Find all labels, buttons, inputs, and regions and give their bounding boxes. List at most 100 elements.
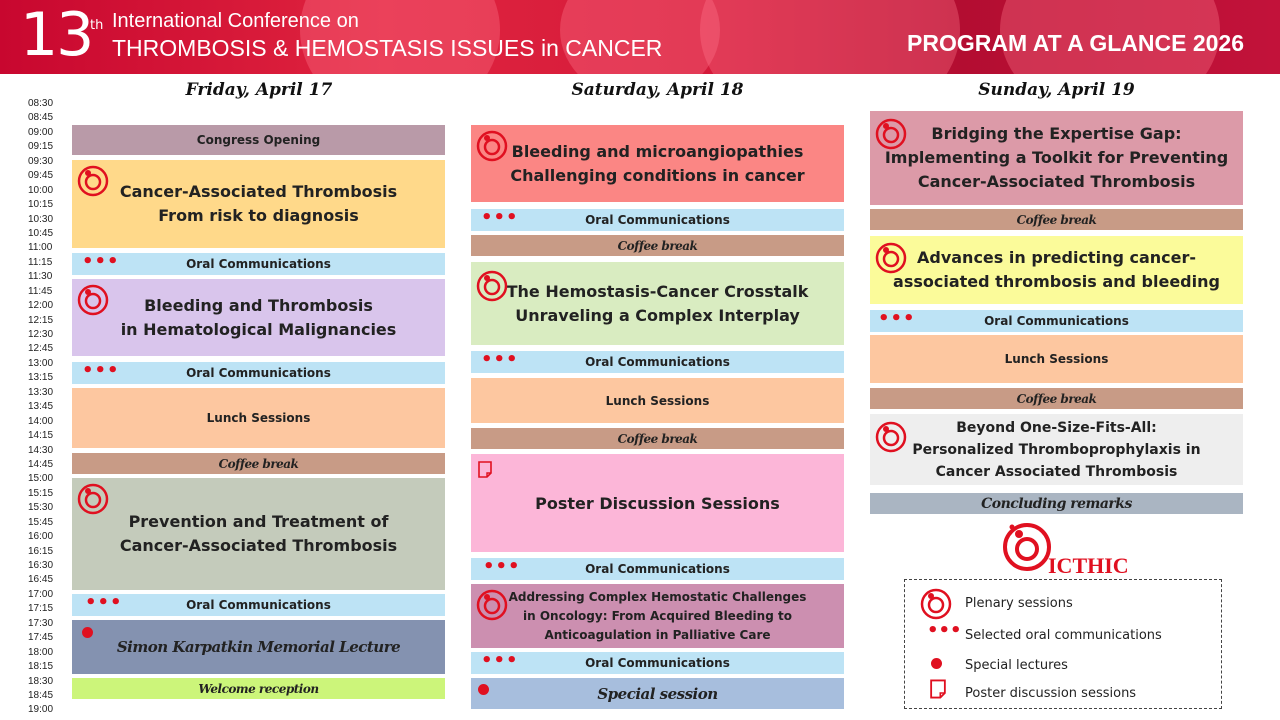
time-slot: 17:15 — [28, 603, 54, 615]
oral-communications-block[interactable]: Oral Communications — [471, 351, 844, 373]
oral-communications-block[interactable]: Oral Communications — [471, 558, 844, 580]
session-congress-opening[interactable]: Congress Opening — [72, 125, 445, 155]
session-label: Oral Communications — [186, 257, 331, 271]
time-slot: 14:00 — [28, 415, 54, 427]
session-beyond-one-size[interactable]: Beyond One-Size-Fits-All: Personalized T… — [870, 414, 1243, 485]
time-slot: 16:45 — [28, 574, 54, 586]
lunch-sessions-block[interactable]: Lunch Sessions — [870, 335, 1243, 383]
session-advances-predicting[interactable]: Advances in predicting cancer- associate… — [870, 236, 1243, 304]
session-label: Coffee break — [1016, 391, 1097, 406]
session-label: Poster Discussion Sessions — [535, 493, 780, 513]
header-banner: 13 th International Conference on THROMB… — [0, 0, 1280, 74]
conference-title-line1: International Conference on — [112, 10, 359, 32]
session-bridging-expertise-gap[interactable]: Bridging the Expertise Gap: Implementing… — [870, 111, 1243, 205]
session-label: Coffee break — [1016, 212, 1097, 227]
session-label: Coffee break — [617, 431, 698, 446]
poster-icon — [478, 461, 492, 478]
time-slot: 10:45 — [28, 227, 54, 239]
oral-communications-block[interactable]: Oral Communications — [471, 209, 844, 231]
oral-communications-block[interactable]: Oral Communications — [72, 594, 445, 616]
time-slot: 16:00 — [28, 531, 54, 543]
time-slot: 18:30 — [28, 675, 54, 687]
session-label: Lunch Sessions — [605, 393, 710, 408]
session-label: Bleeding and microangiopathies Challengi… — [510, 141, 805, 185]
special-session-block[interactable]: Special session — [471, 678, 844, 709]
time-slot: 08:45 — [28, 112, 54, 124]
oral-communications-block[interactable]: Oral Communications — [870, 310, 1243, 332]
oral-communications-block[interactable]: Oral Communications — [471, 652, 844, 674]
time-slot: 14:45 — [28, 458, 54, 470]
conference-title-line2: THROMBOSIS & HEMOSTASIS ISSUES in CANCER — [112, 35, 663, 61]
icthic-logo-mark — [1003, 523, 1051, 571]
plenary-session-icon — [77, 284, 109, 316]
session-bleeding-thrombosis-hematological[interactable]: Bleeding and Thrombosis in Hematological… — [72, 279, 445, 356]
time-slot: 12:30 — [28, 329, 54, 340]
time-slot: 18:45 — [28, 689, 54, 701]
day-header-friday: Friday, April 17 — [185, 80, 333, 100]
time-slot: 08:30 — [28, 98, 54, 109]
plenary-session-icon — [875, 118, 907, 150]
session-label: Congress Opening — [196, 133, 321, 147]
session-prevention-treatment[interactable]: Prevention and Treatment of Cancer-Assoc… — [72, 478, 445, 590]
time-slot: 12:00 — [28, 300, 54, 312]
time-slot: 11:45 — [28, 285, 53, 297]
session-complex-hemostatic-challenges[interactable]: Addressing Complex Hemostatic Challenges… — [471, 584, 844, 648]
session-cancer-associated-thrombosis[interactable]: Cancer-Associated Thrombosis From risk t… — [72, 160, 445, 248]
legend-label-plenary: Plenary sessions — [965, 596, 1073, 611]
plenary-session-icon — [875, 242, 907, 274]
edition-number: 13 — [20, 0, 94, 70]
session-label: Welcome reception — [198, 681, 319, 696]
oral-communications-icon: ••• — [481, 207, 519, 228]
plenary-session-icon — [77, 483, 109, 515]
session-memorial-lecture[interactable]: Simon Karpatkin Memorial Lecture — [72, 620, 445, 674]
lunch-sessions-block[interactable]: Lunch Sessions — [72, 388, 445, 448]
time-slot: 11:15 — [28, 256, 53, 268]
welcome-reception-block: Welcome reception — [72, 678, 445, 699]
oral-communications-icon: ••• — [483, 556, 521, 577]
time-slot: 09:45 — [28, 170, 54, 182]
session-label: Bleeding and Thrombosis in Hematological… — [120, 295, 397, 339]
oral-communications-block[interactable]: Oral Communications — [72, 362, 445, 384]
oral-communications-icon: ••• — [927, 620, 962, 641]
session-label: Oral Communications — [186, 598, 331, 612]
plenary-session-icon — [476, 130, 508, 162]
plenary-session-icon — [476, 589, 508, 621]
time-slot: 13:30 — [28, 386, 54, 398]
oral-communications-icon: ••• — [82, 360, 120, 381]
concluding-remarks-block: Concluding remarks — [870, 493, 1243, 514]
session-hemostasis-cancer-crosstalk[interactable]: The Hemostasis-Cancer Crosstalk Unraveli… — [471, 262, 844, 345]
session-label: Concluding remarks — [981, 495, 1132, 512]
session-label: Coffee break — [617, 238, 698, 253]
poster-discussion-block[interactable]: Poster Discussion Sessions — [471, 454, 844, 552]
session-bleeding-microangiopathies[interactable]: Bleeding and microangiopathies Challengi… — [471, 125, 844, 202]
edition-suffix: th — [90, 18, 104, 33]
session-label: Simon Karpatkin Memorial Lecture — [116, 638, 401, 656]
time-slot: 19:00 — [28, 704, 54, 716]
day-header-saturday: Saturday, April 18 — [571, 80, 744, 100]
time-slot: 13:15 — [28, 372, 54, 384]
legend-label-oral: Selected oral communications — [965, 628, 1162, 643]
legend-label-special: Special lectures — [965, 658, 1068, 673]
time-slot: 12:45 — [28, 343, 54, 355]
session-label: Oral Communications — [585, 562, 730, 576]
plenary-session-icon — [77, 165, 109, 197]
oral-communications-icon: ••• — [82, 251, 120, 272]
session-label: Oral Communications — [585, 656, 730, 670]
session-label: Beyond One-Size-Fits-All: Personalized T… — [912, 419, 1201, 480]
session-label: Oral Communications — [984, 314, 1129, 328]
time-slot: 09:30 — [28, 155, 54, 167]
oral-communications-icon: ••• — [481, 650, 519, 671]
session-label: Bridging the Expertise Gap: Implementing… — [884, 124, 1229, 191]
coffee-break-block: Coffee break — [72, 453, 445, 474]
session-label: Lunch Sessions — [1004, 352, 1109, 366]
special-lecture-icon — [82, 627, 93, 638]
time-slot: 15:45 — [28, 516, 54, 528]
plenary-session-icon — [875, 421, 907, 453]
lunch-sessions-block[interactable]: Lunch Sessions — [471, 378, 844, 423]
time-slot: 09:00 — [28, 126, 54, 138]
special-lecture-icon — [478, 684, 489, 695]
time-slot: 10:00 — [28, 184, 54, 196]
oral-communications-icon: ••• — [878, 308, 916, 329]
oral-communications-block[interactable]: Oral Communications — [72, 253, 445, 275]
coffee-break-block: Coffee break — [471, 428, 844, 449]
